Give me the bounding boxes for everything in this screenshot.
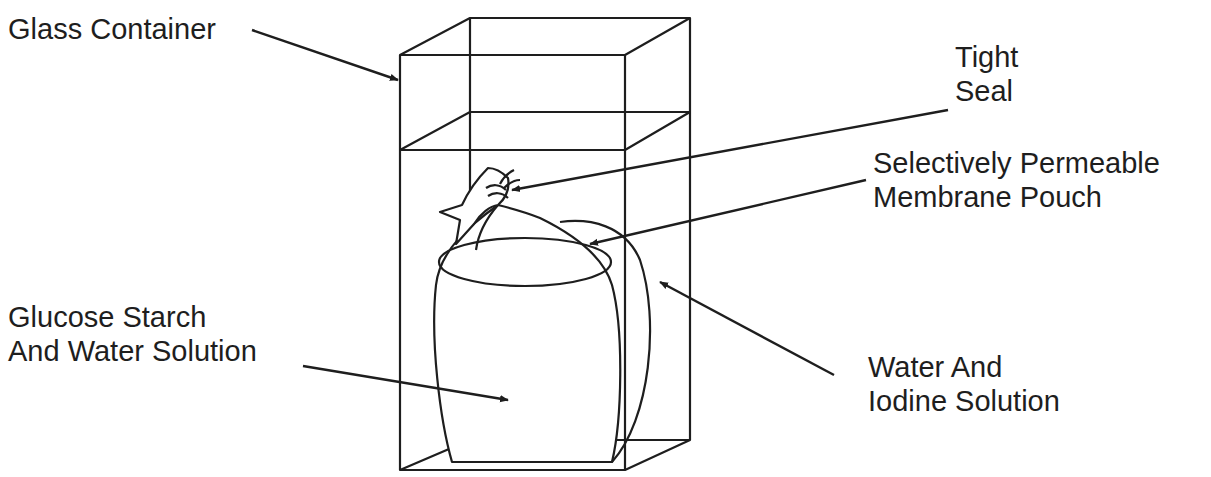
solution-label: Glucose Starch And Water Solution xyxy=(8,300,264,368)
leader-arrow xyxy=(590,180,866,244)
membrane-label: Selectively Permeable Membrane Pouch xyxy=(873,146,1173,214)
container-label: Glass Container xyxy=(8,12,216,46)
container-right xyxy=(625,18,690,470)
pouch-frill xyxy=(440,168,509,244)
leader-arrow xyxy=(303,366,508,400)
seal-label: Tight Seal xyxy=(955,40,1050,108)
pouch-fold xyxy=(560,221,650,462)
seal-ends xyxy=(500,170,520,188)
leader-arrow xyxy=(252,30,398,80)
leader-arrow xyxy=(660,282,834,375)
container-back xyxy=(400,18,690,470)
pouch-solution-surface xyxy=(439,238,611,286)
water-surface xyxy=(400,112,690,150)
iodine-label: Water And Iodine Solution xyxy=(868,350,1073,418)
container-front xyxy=(400,55,625,470)
container-top xyxy=(400,18,690,55)
